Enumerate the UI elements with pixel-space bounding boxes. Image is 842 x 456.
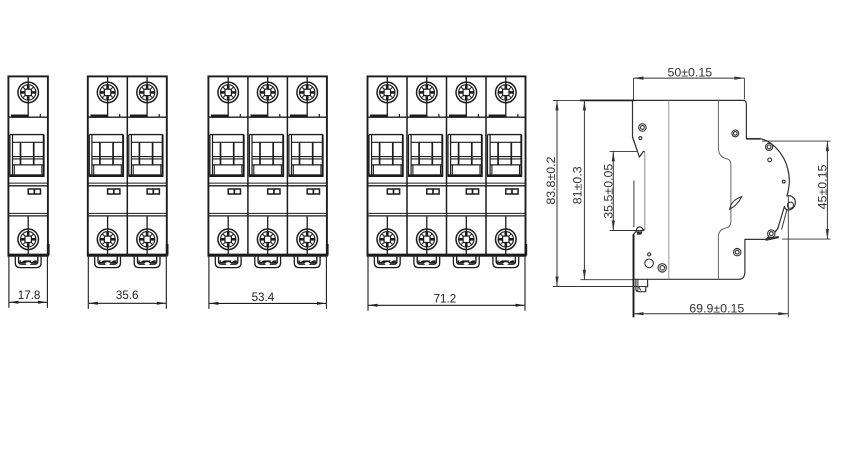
svg-text:17.8: 17.8 xyxy=(18,289,41,302)
svg-text:81±0.3: 81±0.3 xyxy=(571,166,585,204)
svg-text:45±0.15: 45±0.15 xyxy=(816,165,830,210)
svg-text:71.2: 71.2 xyxy=(434,293,457,306)
svg-text:50±0.15: 50±0.15 xyxy=(667,66,712,80)
svg-text:83.8±0.2: 83.8±0.2 xyxy=(544,156,558,204)
svg-text:69.9±0.15: 69.9±0.15 xyxy=(689,301,744,315)
svg-text:35.5±0.05: 35.5±0.05 xyxy=(601,164,615,219)
svg-text:35.6: 35.6 xyxy=(116,289,139,302)
svg-text:53.4: 53.4 xyxy=(252,291,275,304)
